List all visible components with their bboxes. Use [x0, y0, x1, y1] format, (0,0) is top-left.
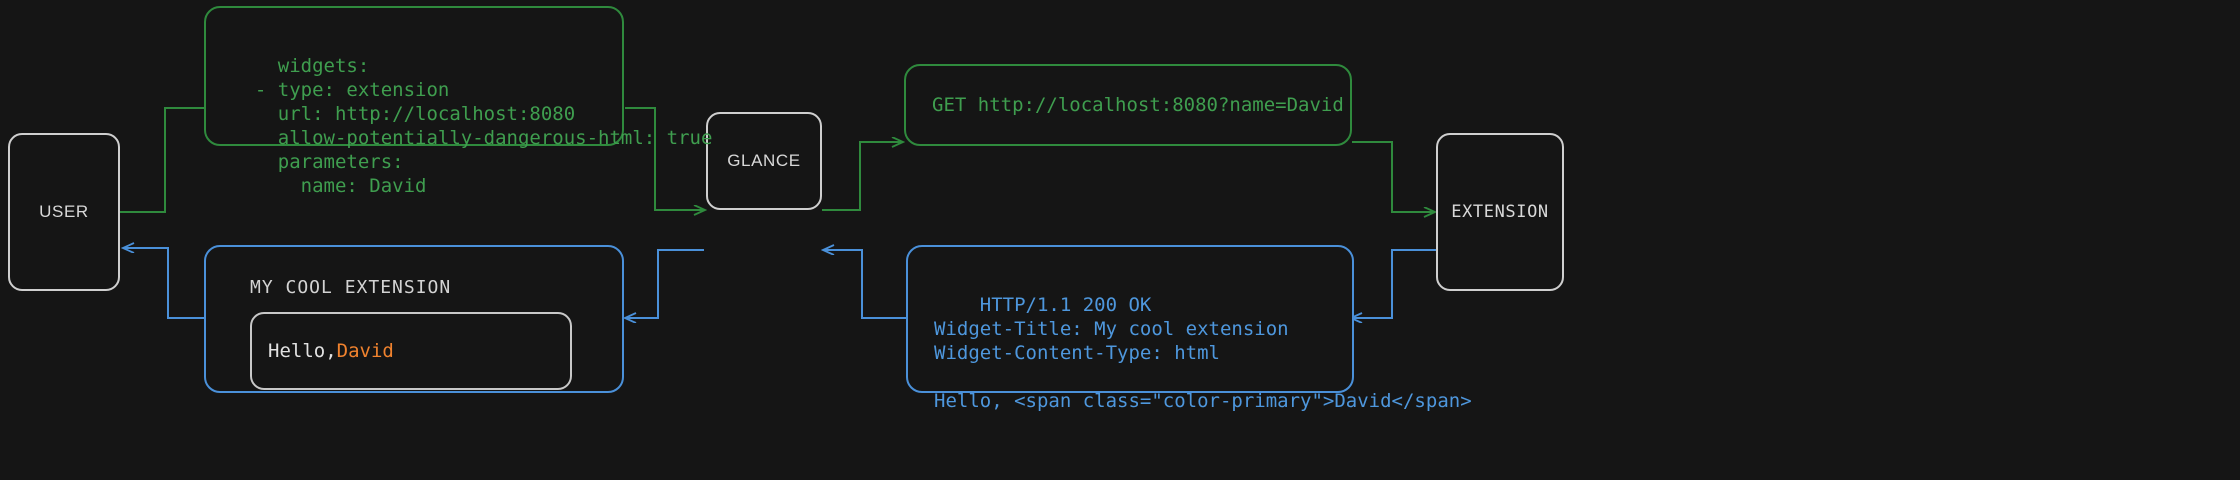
widget-content: Hello, David [250, 312, 572, 390]
node-extension[interactable]: EXTENSION [1436, 133, 1564, 291]
node-user-label: USER [39, 202, 89, 221]
node-glance[interactable]: GLANCE [706, 112, 822, 210]
edge-request-to-extension [1352, 141, 1434, 212]
edge-glance-to-widget [626, 249, 704, 318]
config-yaml-text: widgets: - type: extension url: http://l… [254, 55, 713, 197]
node-glance-label: GLANCE [727, 151, 801, 170]
edge-response-to-glance [824, 250, 906, 319]
node-user[interactable]: USER [8, 133, 120, 291]
http-response: HTTP/1.1 200 OK Widget-Title: My cool ex… [906, 245, 1472, 412]
widget-greeting-name: David [336, 340, 394, 362]
edge-extension-to-response [1352, 249, 1437, 318]
rendered-widget: MY COOL EXTENSION Hello, David [204, 245, 624, 393]
edge-widget-to-user [124, 248, 204, 319]
http-response-text: HTTP/1.1 200 OK Widget-Title: My cool ex… [934, 294, 1472, 412]
widget-title: MY COOL EXTENSION [250, 277, 452, 298]
node-extension-label: EXTENSION [1451, 202, 1549, 222]
edge-config-to-glance [625, 107, 704, 210]
glance-config-yaml: widgets: - type: extension url: http://l… [204, 6, 712, 197]
widget-greeting-prefix: Hello, [268, 340, 337, 362]
http-request-text: GET http://localhost:8080?name=David [932, 94, 1344, 116]
edge-glance-to-request [822, 142, 902, 211]
http-get-request: GET http://localhost:8080?name=David [904, 64, 1352, 146]
